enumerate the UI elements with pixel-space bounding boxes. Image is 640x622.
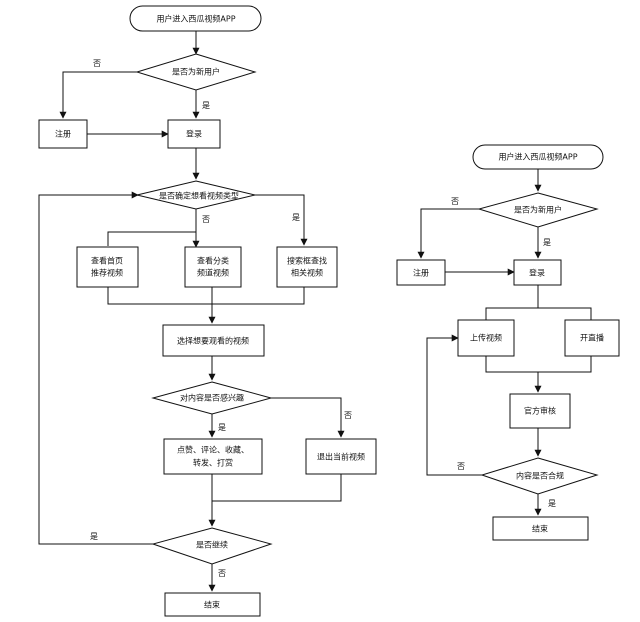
edge-label-continue-no: 否 <box>218 569 226 578</box>
decision-new-user-label: 是否为新用户 <box>172 67 220 77</box>
choose-video-label: 选择想要观看的视频 <box>177 336 249 346</box>
category-line-1: 查看分类 <box>197 256 229 266</box>
register-box <box>38 119 88 149</box>
right-edge-label-compliant-no: 否 <box>457 462 465 471</box>
decision-interest <box>151 381 273 415</box>
edge-label-type-yes: 是 <box>292 213 300 222</box>
login-label: 登录 <box>186 129 202 139</box>
home-recommend-box <box>76 246 139 288</box>
decision-continue-label: 是否继续 <box>196 540 228 550</box>
decision-interest-label: 对内容是否感兴趣 <box>180 393 244 403</box>
right-decision-new-user-label: 是否为新用户 <box>514 205 562 215</box>
edge-label-interest-no: 否 <box>344 411 352 420</box>
home-line-1: 查看首页 <box>91 256 123 266</box>
live-stream-label: 开直播 <box>580 333 604 343</box>
decision-compliant <box>480 457 599 495</box>
exit-video-label: 退出当前视频 <box>317 452 365 462</box>
right-flowchart: 用户进入西瓜视频APP 是否为新用户 注册 登录 上传视频 开直播 官方审核 内… <box>396 144 620 541</box>
right-register-label: 注册 <box>413 268 429 278</box>
search-box <box>276 246 338 288</box>
register-label: 注册 <box>55 129 71 139</box>
decision-compliant-label: 内容是否合规 <box>516 471 564 481</box>
actions-box <box>163 438 263 475</box>
actions-line-1: 点赞、评论、收藏、 <box>177 445 249 455</box>
start-terminator <box>129 5 262 32</box>
actions-line-2: 转发、打赏 <box>193 458 233 468</box>
right-login-label: 登录 <box>529 268 545 278</box>
right-login-box <box>513 259 562 286</box>
right-edge-label-new-user-yes: 是 <box>543 238 551 247</box>
right-edge-label-compliant-yes: 是 <box>548 499 556 508</box>
end-label: 结束 <box>204 600 220 610</box>
search-line-1: 搜索框查找 <box>287 256 327 266</box>
right-end-box <box>492 516 589 541</box>
right-register-box <box>396 259 446 286</box>
upload-video-label: 上传视频 <box>470 333 502 343</box>
exit-video-box <box>305 438 377 475</box>
start-label: 用户进入西瓜视频APP <box>156 14 235 24</box>
category-line-2: 频道视频 <box>197 268 229 278</box>
choose-video-box <box>162 324 265 357</box>
home-line-2: 推荐视频 <box>91 268 123 278</box>
left-edges <box>38 31 345 592</box>
right-edge-label-new-user-no: 否 <box>451 197 459 206</box>
category-channel-box <box>184 246 242 288</box>
upload-video-box <box>457 319 515 357</box>
official-review-label: 官方审核 <box>524 406 556 416</box>
left-flowchart: 用户进入西瓜视频APP 是否为新用户 注册 登录 是否确定想看视频类型 查看首页… <box>38 5 377 617</box>
search-line-2: 相关视频 <box>291 268 323 278</box>
edge-label-new-user-yes: 是 <box>202 101 210 110</box>
right-start-label: 用户进入西瓜视频APP <box>498 152 577 162</box>
right-decision-new-user <box>477 192 599 228</box>
right-end-label: 结束 <box>532 524 548 534</box>
decision-video-type-label: 是否确定想看视频类型 <box>159 191 239 201</box>
edge-label-continue-yes: 是 <box>90 532 98 541</box>
edge-label-type-no: 否 <box>202 215 210 224</box>
right-edges <box>417 169 592 516</box>
decision-new-user <box>135 53 257 91</box>
decision-continue <box>151 527 273 565</box>
login-box <box>167 119 221 149</box>
edge-label-interest-yes: 是 <box>218 423 226 432</box>
right-start-terminator <box>472 144 604 170</box>
live-stream-box <box>564 319 620 357</box>
official-review-box <box>509 393 571 429</box>
end-box <box>164 592 261 617</box>
edge-label-new-user-no: 否 <box>93 59 101 68</box>
decision-video-type <box>136 180 256 210</box>
